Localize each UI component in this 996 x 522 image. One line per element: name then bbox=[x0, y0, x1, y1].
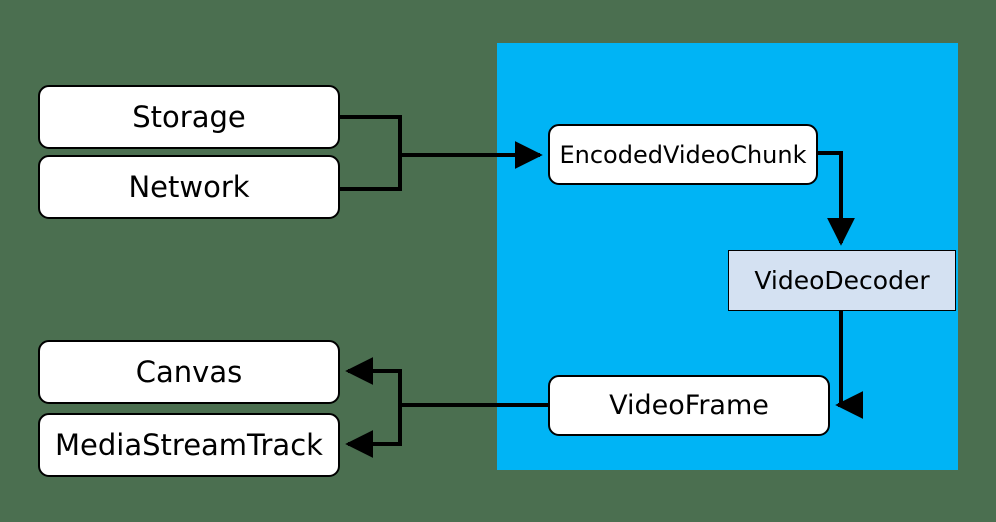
node-canvas[interactable]: Canvas bbox=[38, 340, 340, 404]
node-storage[interactable]: Storage bbox=[38, 85, 340, 149]
node-canvas-label: Canvas bbox=[135, 355, 243, 389]
edge-video-frame-to-canvas bbox=[345, 357, 402, 405]
node-video-frame-label: VideoFrame bbox=[609, 390, 769, 421]
node-media-stream-track[interactable]: MediaStreamTrack bbox=[38, 413, 340, 477]
node-video-decoder[interactable]: VideoDecoder bbox=[728, 250, 956, 311]
node-video-frame[interactable]: VideoFrame bbox=[548, 375, 830, 436]
node-network[interactable]: Network bbox=[38, 155, 340, 219]
edge-sources-bracket bbox=[340, 115, 402, 191]
node-network-label: Network bbox=[128, 170, 250, 204]
node-video-decoder-label: VideoDecoder bbox=[754, 266, 930, 295]
node-encoded-video-chunk-label: EncodedVideoChunk bbox=[559, 140, 807, 169]
node-media-stream-track-label: MediaStreamTrack bbox=[55, 428, 323, 462]
edge-video-frame-to-media-stream-track bbox=[345, 405, 402, 458]
node-encoded-video-chunk[interactable]: EncodedVideoChunk bbox=[548, 124, 818, 185]
node-storage-label: Storage bbox=[132, 100, 246, 134]
